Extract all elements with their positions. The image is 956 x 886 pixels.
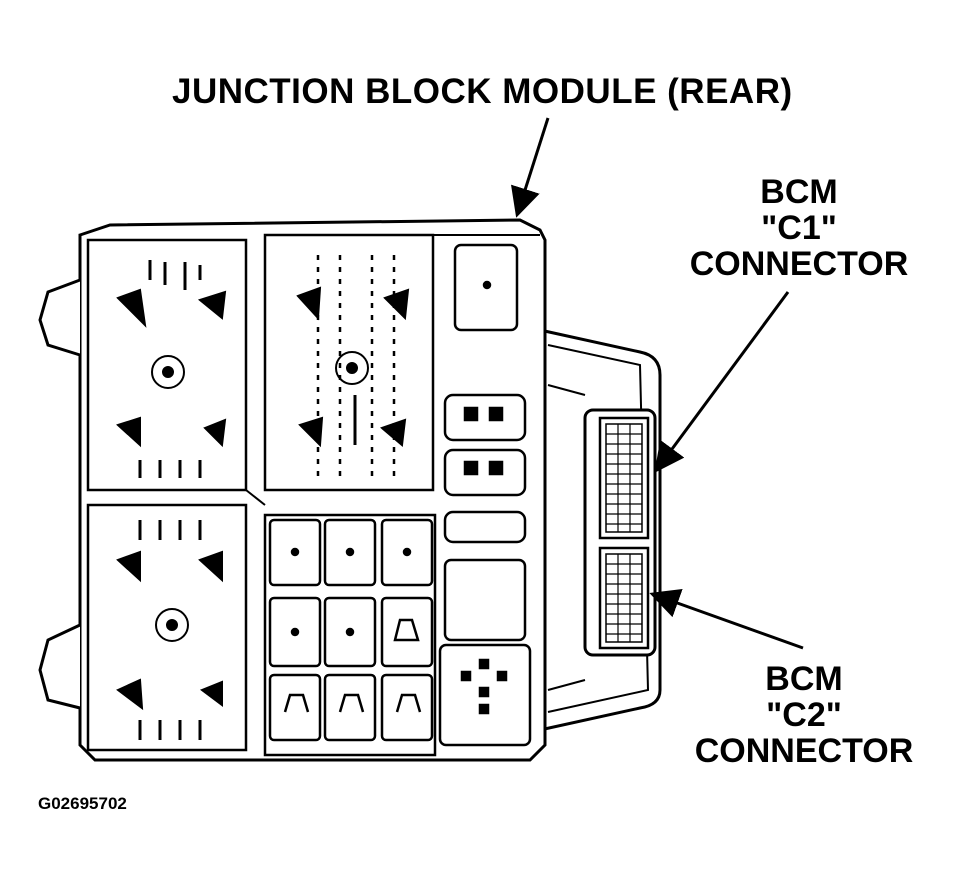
leader-arrows [511, 117, 804, 650]
c1-line3: CONNECTOR [689, 245, 909, 284]
fuse-cavity-lower-left [116, 520, 223, 740]
bcm-c1-label: BCM "C1" CONNECTOR [675, 174, 923, 282]
c2-pins [606, 554, 642, 642]
bcm-c2-connector [598, 546, 650, 650]
c2-arrow [649, 588, 804, 650]
c2-line2: "C2" [766, 696, 842, 735]
c1-arrow [654, 291, 790, 473]
c1-line1: BCM [760, 173, 838, 211]
figure-id: G02695702 [38, 794, 127, 813]
c2-line1: BCM [765, 660, 843, 698]
title-arrow [511, 117, 550, 218]
c1-pins [606, 424, 642, 532]
micro-fuses-right [443, 393, 527, 544]
c1-line2: "C1" [761, 209, 837, 248]
junction-block-title: JUNCTION BLOCK MODULE (REAR) [172, 72, 793, 111]
fuse-cavity-upper-middle [296, 255, 410, 480]
relay-top-right [453, 243, 519, 332]
relay-bank [263, 513, 437, 757]
relay-large [438, 558, 532, 747]
bcm-c2-label: BCM "C2" CONNECTOR [680, 661, 928, 769]
c2-line3: CONNECTOR [694, 732, 914, 771]
bcm-c1-connector [598, 416, 650, 540]
fuse-cavity-upper-left [116, 260, 227, 478]
